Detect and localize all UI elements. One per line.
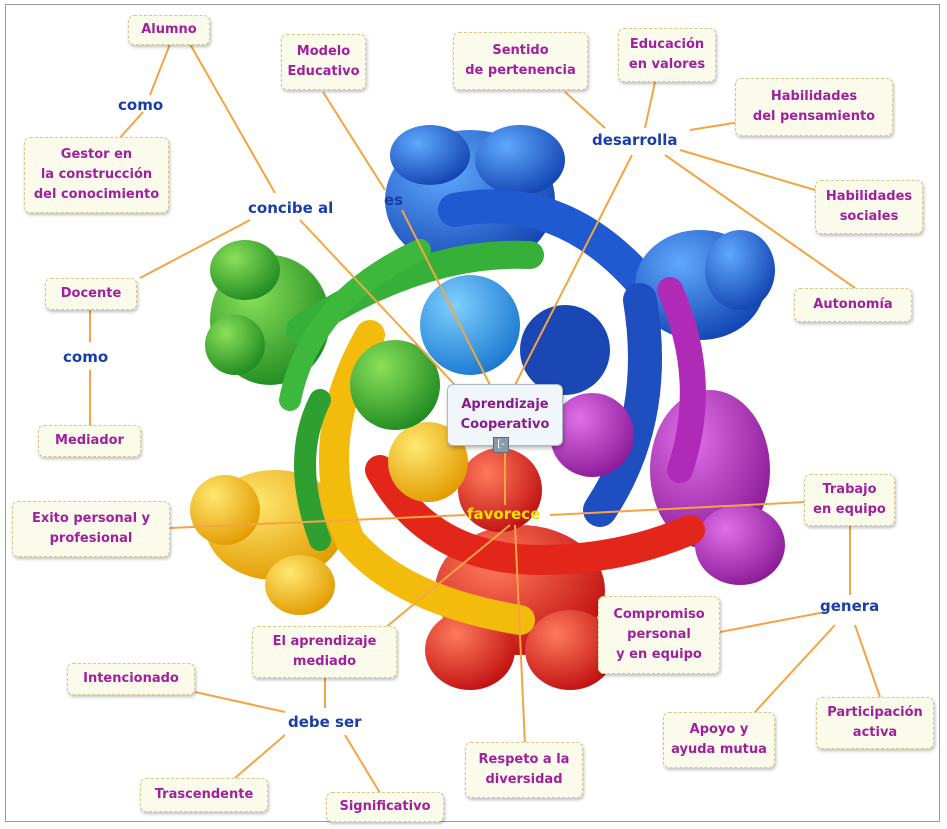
node-text: Trascendente	[155, 785, 254, 805]
link-favorece: favorece	[467, 505, 540, 523]
node-text: Sentido	[492, 41, 548, 61]
node-text: Autonomía	[813, 295, 892, 315]
node-text: sociales	[840, 207, 899, 227]
node-text: Mediador	[55, 431, 124, 451]
central-node-line1: Aprendizaje	[461, 395, 548, 415]
node-text: Modelo	[297, 42, 350, 62]
node-text: Educación	[630, 35, 704, 55]
node-intencionado[interactable]: Intencionado	[67, 663, 195, 695]
central-node-line2: Cooperativo	[461, 415, 550, 435]
node-text: en equipo	[813, 500, 886, 520]
node-habilidades-pensamiento[interactable]: Habilidades del pensamiento	[735, 78, 893, 136]
node-text: Educativo	[288, 62, 360, 82]
node-text: y en equipo	[616, 645, 702, 665]
node-compromiso[interactable]: Compromiso personal y en equipo	[598, 596, 720, 674]
collapse-toggle-icon[interactable]: [-	[493, 437, 509, 453]
node-modelo-educativo[interactable]: Modelo Educativo	[281, 34, 366, 90]
node-mediador[interactable]: Mediador	[38, 425, 141, 457]
node-trascendente[interactable]: Trascendente	[140, 778, 268, 812]
node-text: profesional	[50, 529, 133, 549]
node-text: en valores	[629, 55, 705, 75]
node-text: ayuda mutua	[671, 740, 767, 760]
node-participacion-activa[interactable]: Participación activa	[816, 697, 934, 749]
node-text: Participación	[827, 703, 923, 723]
node-text: mediado	[293, 652, 356, 672]
node-text: Docente	[61, 284, 122, 304]
node-text: activa	[853, 723, 897, 743]
link-desarrolla: desarrolla	[592, 131, 677, 149]
node-text: Respeto a la	[479, 750, 570, 770]
link-como-alumno: como	[118, 96, 163, 114]
node-text: Gestor en	[61, 145, 132, 165]
node-apoyo-ayuda[interactable]: Apoyo y ayuda mutua	[663, 712, 775, 768]
node-text: de pertenencia	[465, 61, 575, 81]
node-text: Compromiso	[613, 605, 704, 625]
node-text: personal	[627, 625, 691, 645]
node-aprendizaje-mediado[interactable]: El aprendizaje mediado	[252, 626, 397, 678]
node-text: Trabajo	[822, 480, 876, 500]
link-es: es	[384, 191, 403, 209]
node-text: Exito personal y	[32, 509, 150, 529]
node-educacion-valores[interactable]: Educación en valores	[618, 28, 716, 82]
link-genera: genera	[820, 597, 879, 615]
node-text: El aprendizaje	[273, 632, 377, 652]
link-concibe-al: concibe al	[248, 199, 333, 217]
node-gestor[interactable]: Gestor en la construcción del conocimien…	[24, 137, 169, 213]
node-exito-personal[interactable]: Exito personal y profesional	[12, 501, 170, 557]
node-respeto-diversidad[interactable]: Respeto a la diversidad	[465, 742, 583, 798]
node-text: del pensamiento	[753, 107, 875, 127]
node-text: Habilidades	[771, 87, 857, 107]
node-text: diversidad	[485, 770, 562, 790]
node-habilidades-sociales[interactable]: Habilidades sociales	[815, 180, 923, 234]
node-text: Apoyo y	[690, 720, 749, 740]
node-text: Habilidades	[826, 187, 912, 207]
node-text: Significativo	[339, 797, 430, 817]
node-text: la construcción	[41, 165, 152, 185]
link-como-docente: como	[63, 348, 108, 366]
node-text: Alumno	[141, 20, 197, 40]
node-text: Intencionado	[83, 669, 179, 689]
link-debe-ser: debe ser	[288, 713, 362, 731]
node-text: del conocimiento	[34, 185, 159, 205]
node-docente[interactable]: Docente	[45, 278, 137, 310]
node-alumno[interactable]: Alumno	[128, 15, 210, 45]
node-autonomia[interactable]: Autonomía	[794, 288, 912, 322]
node-trabajo-equipo[interactable]: Trabajo en equipo	[804, 474, 895, 526]
node-sentido-pertenencia[interactable]: Sentido de pertenencia	[453, 32, 588, 90]
node-significativo[interactable]: Significativo	[326, 792, 444, 822]
